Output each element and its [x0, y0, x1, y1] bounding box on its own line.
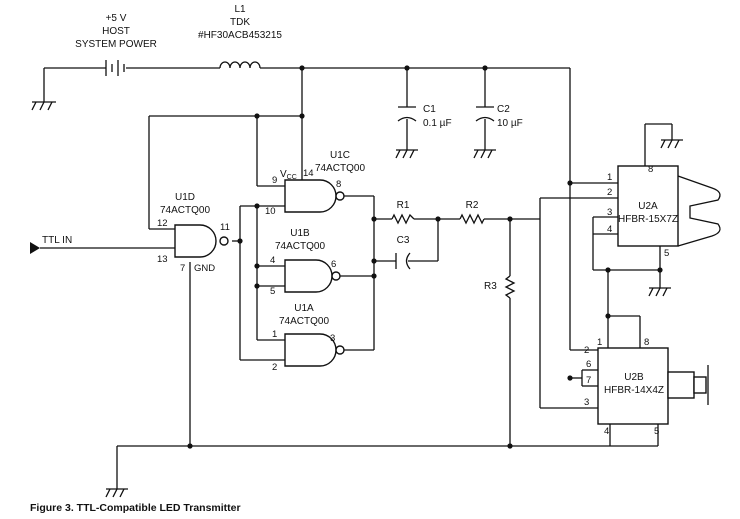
- u1a-pin-in2: 2: [272, 362, 277, 373]
- u1d-pin-in1: 12: [157, 218, 168, 229]
- u2a-ref: U2A: [638, 201, 658, 212]
- u1d-gnd-label: GND: [194, 263, 215, 274]
- u2b-part: HFBR-14X4Z: [604, 385, 664, 396]
- u2b-ref: U2B: [624, 372, 644, 383]
- resistor-r3: [504, 275, 516, 299]
- power-label-voltage: +5 V: [106, 13, 127, 24]
- u1a-ref: U1A: [294, 303, 314, 314]
- u2b-pin-6: 6: [586, 359, 591, 370]
- u1c-pin-vcc: 14: [303, 168, 314, 179]
- capacitor-c3: [395, 252, 411, 270]
- battery-symbol: [105, 60, 125, 76]
- u1a-pin-in1: 1: [272, 329, 277, 340]
- u1c-pin-out: 8: [336, 179, 341, 190]
- u2a-part: HFBR-15X7Z: [618, 214, 678, 225]
- c2-ref: C2: [497, 104, 510, 115]
- u1d-ref: U1D: [175, 192, 195, 203]
- r1-ref: R1: [397, 200, 410, 211]
- u2a-pin-1: 1: [607, 172, 612, 183]
- u1c-pin-in1: 9: [272, 175, 277, 186]
- resistor-r2: [459, 213, 485, 225]
- inductor-ref: L1: [234, 4, 246, 15]
- module-u2a: [617, 165, 721, 247]
- u2a-pin-5: 5: [664, 248, 669, 259]
- ground-symbol-c2: [473, 149, 496, 159]
- junction-dots: [187, 65, 663, 449]
- inductor-maker: TDK: [230, 17, 250, 28]
- u1d-pin-in2: 13: [157, 254, 168, 265]
- u2b-pin-1: 1: [597, 337, 602, 348]
- c1-value: 0.1 µF: [423, 118, 452, 129]
- u2a-pin-4: 4: [607, 224, 612, 235]
- capacitor-c1: [397, 106, 417, 122]
- power-label-host: HOST: [102, 26, 130, 37]
- u1b-pin-in1: 4: [270, 255, 275, 266]
- u2b-pin-5: 5: [654, 426, 659, 437]
- ground-symbol-bottom: [105, 488, 128, 498]
- ground-symbol-c1: [395, 149, 418, 159]
- resistor-r1: [391, 213, 415, 225]
- u1d-part: 74ACTQ00: [160, 205, 210, 216]
- ttl-in-arrow: [30, 242, 40, 254]
- power-label-system: SYSTEM POWER: [75, 39, 157, 50]
- gate-u1d: [174, 224, 229, 258]
- u2b-pin-8: 8: [644, 337, 649, 348]
- u2b-pin-7: 7: [586, 375, 591, 386]
- ground-symbol-u2a-top: [660, 139, 683, 149]
- u1a-pin-out: 3: [330, 333, 335, 344]
- u2b-pin-3: 3: [584, 397, 589, 408]
- c2-value: 10 µF: [497, 118, 523, 129]
- u1d-pin-gnd: 7: [180, 263, 185, 274]
- u1c-pin-in2: 10: [265, 206, 276, 217]
- c1-ref: C1: [423, 104, 436, 115]
- figure-caption: Figure 3. TTL-Compatible LED Transmitter: [30, 502, 241, 514]
- ground-symbol-u2a-bottom: [648, 287, 671, 297]
- u2b-pin-2: 2: [584, 345, 589, 356]
- inductor-l1: [219, 61, 261, 69]
- u1b-pin-in2: 5: [270, 286, 275, 297]
- u1d-pin-out: 11: [220, 222, 230, 233]
- gate-u1a: [284, 333, 345, 367]
- u1c-vcc-main: V: [280, 169, 287, 180]
- u2a-pin-3: 3: [607, 207, 612, 218]
- u2a-pin-8: 8: [648, 164, 653, 175]
- gate-u1c: [284, 179, 345, 213]
- c3-ref: C3: [397, 235, 410, 246]
- module-u2b: [597, 347, 709, 425]
- wires: [40, 67, 673, 489]
- r3-ref: R3: [484, 281, 497, 292]
- inductor-part: #HF30ACB453215: [198, 30, 282, 41]
- u2b-pin-4: 4: [604, 426, 609, 437]
- capacitor-c2: [475, 106, 495, 122]
- u1b-pin-out: 6: [331, 259, 336, 270]
- u1c-vcc-sub: CC: [287, 174, 297, 181]
- r2-ref: R2: [466, 200, 479, 211]
- ground-symbol-left: [31, 101, 56, 111]
- u1c-vcc-label: VCC: [280, 169, 297, 181]
- u2a-pin-2: 2: [607, 187, 612, 198]
- u1b-part: 74ACTQ00: [275, 241, 325, 252]
- u1a-part: 74ACTQ00: [279, 316, 329, 327]
- gate-u1b: [284, 259, 341, 293]
- ttl-in-label: TTL IN: [42, 235, 72, 246]
- u1b-ref: U1B: [290, 228, 310, 239]
- u1c-ref: U1C: [330, 150, 350, 161]
- u1c-part: 74ACTQ00: [315, 163, 365, 174]
